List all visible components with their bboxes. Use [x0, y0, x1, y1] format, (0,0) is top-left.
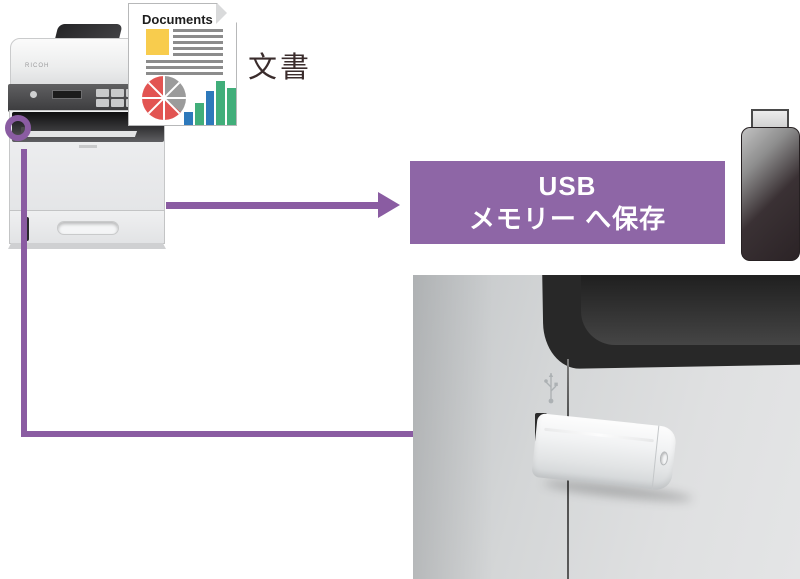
- document-text-line: [146, 60, 223, 63]
- printer-scanner-unit: RICOH: [10, 38, 146, 88]
- photo-shading: [413, 275, 493, 579]
- document-text-line: [173, 41, 223, 44]
- printer-output-paper: [26, 131, 138, 137]
- printer-key: [111, 89, 124, 97]
- printer-tray-handle: [57, 221, 119, 235]
- doc-pie-chart: [142, 76, 186, 120]
- printer-power-button: [30, 91, 37, 98]
- photo-usb-endcap: [651, 425, 660, 490]
- printer-paper-tray: [9, 210, 165, 244]
- doc-bar: [227, 88, 236, 125]
- document-text-line: [173, 47, 223, 50]
- document-text-lines-full: [146, 60, 223, 78]
- save-to-usb-box: USB メモリー へ保存: [410, 161, 725, 244]
- arrow-head-icon: [378, 192, 400, 218]
- photo-usb-lanyard-hole: [659, 451, 669, 466]
- photo-dark-panel-inset: [581, 275, 800, 345]
- printer-display: [52, 90, 82, 99]
- document-text-line: [146, 66, 223, 69]
- document-text-line: [173, 29, 223, 32]
- printer-base: [8, 243, 166, 249]
- save-to-usb-line1: USB: [538, 171, 597, 201]
- printer-control-panel: [8, 84, 166, 112]
- photo-usb-crease: [544, 427, 654, 443]
- doc-bar-chart: [184, 74, 236, 125]
- connector-line-horizontal: [21, 431, 413, 437]
- source-label: 文書: [248, 52, 313, 84]
- printer-key: [111, 99, 124, 107]
- usb-port-highlight-circle: [5, 115, 31, 141]
- document-text-line: [173, 35, 223, 38]
- document-text-line: [146, 72, 223, 75]
- usb-trident-icon: [544, 373, 558, 404]
- connector-line-vertical: [21, 149, 27, 437]
- usb-plugged-photo: [413, 275, 800, 579]
- doc-bar: [206, 91, 215, 125]
- document-text-line: [173, 53, 223, 56]
- printer-key: [96, 89, 109, 97]
- document-title: Documents: [142, 12, 213, 27]
- document-image-placeholder: [146, 29, 169, 55]
- doc-bar: [184, 112, 193, 125]
- usb-body: [741, 127, 800, 261]
- printer-illustration: RICOH: [8, 24, 166, 249]
- arrow-shaft: [166, 202, 380, 209]
- photo-usb-stick: [531, 413, 678, 492]
- doc-bar: [195, 103, 204, 125]
- printer-key: [96, 99, 109, 107]
- document-fold-corner: [216, 4, 236, 24]
- save-to-usb-line2: メモリー へ保存: [468, 203, 667, 234]
- printer-model-mark: [79, 145, 97, 148]
- usb-stick-icon: [741, 109, 800, 261]
- document-text-lines-right: [173, 29, 223, 59]
- document-icon: Documents: [128, 3, 237, 126]
- printer-brand-label: RICOH: [25, 63, 50, 69]
- doc-bar: [216, 81, 225, 125]
